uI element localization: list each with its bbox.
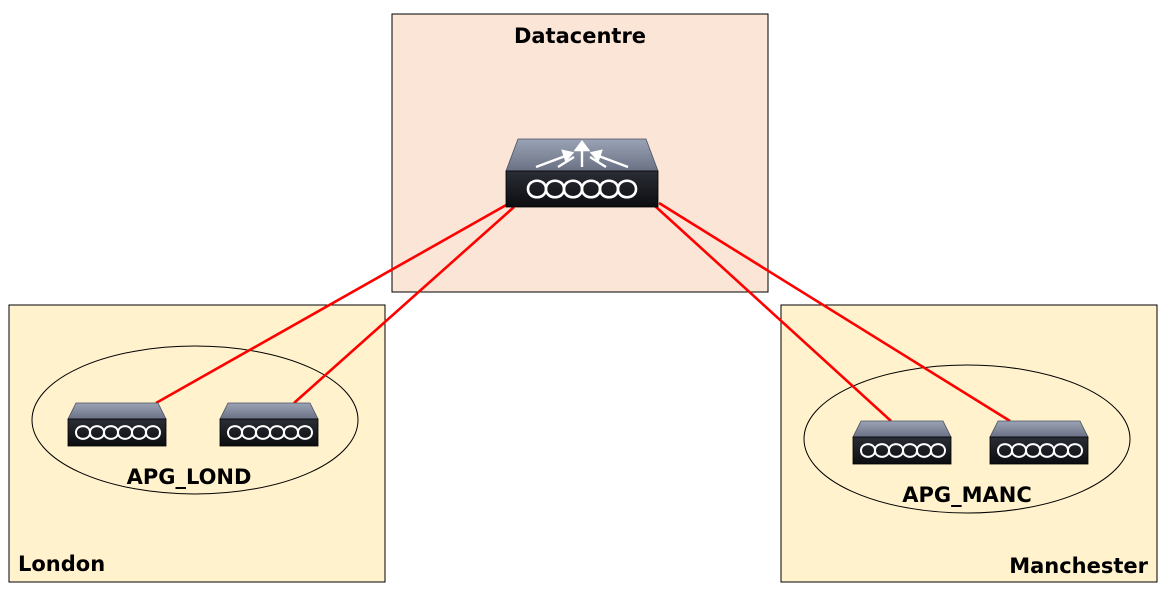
manchester-label: Manchester bbox=[1009, 554, 1148, 578]
switch-icon[interactable] bbox=[852, 420, 952, 465]
apg-manc-label: APG_MANC bbox=[902, 483, 1032, 507]
apg-lond-label: APG_LOND bbox=[127, 465, 252, 489]
link-core-manc2 bbox=[658, 201, 1011, 423]
link-core-lond2 bbox=[293, 206, 515, 404]
link-core-lond1 bbox=[155, 202, 509, 405]
switch-icon[interactable] bbox=[989, 420, 1089, 465]
datacentre-label: Datacentre bbox=[514, 24, 646, 48]
layer3-switch-icon[interactable] bbox=[504, 137, 660, 209]
manchester-zone bbox=[780, 304, 1158, 583]
links bbox=[155, 201, 1011, 423]
switch-icon[interactable] bbox=[219, 402, 319, 447]
london-label: London bbox=[18, 552, 105, 576]
apg-manc-group-ellipse bbox=[803, 364, 1131, 514]
apg-lond-group-ellipse bbox=[31, 345, 359, 495]
london-zone bbox=[8, 304, 386, 583]
switch-icon[interactable] bbox=[67, 402, 167, 447]
link-core-manc1 bbox=[654, 205, 892, 422]
